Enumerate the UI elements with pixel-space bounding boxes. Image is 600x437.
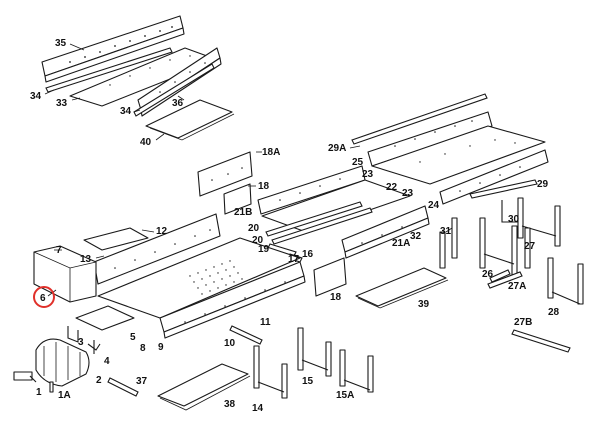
label-27: 27 — [524, 241, 536, 252]
part-22-floor-plate — [371, 125, 546, 185]
label-25: 25 — [352, 157, 364, 168]
label-21a: 21A — [392, 238, 410, 249]
part-4-bracket — [87, 340, 101, 354]
label-37: 37 — [136, 376, 148, 387]
part-9-floor-grate — [97, 237, 301, 319]
label-23: 23 — [362, 169, 374, 180]
label-26: 26 — [482, 269, 494, 280]
part-18a-plate — [197, 151, 253, 197]
label-9: 9 — [158, 342, 164, 353]
part-labels: 35 34 33 34 36 40 18A 18 21B 29A 25 23 2… — [30, 38, 560, 414]
label-21b: 21B — [234, 207, 252, 218]
label-18: 18 — [258, 181, 270, 192]
part-15a-frame — [339, 349, 374, 393]
part-15-frame — [297, 327, 332, 377]
label-14: 14 — [252, 403, 264, 414]
part-37-bar — [107, 377, 139, 397]
label-23: 23 — [402, 188, 414, 199]
part-5-plate — [75, 305, 135, 331]
part-12-side-panel — [93, 213, 221, 285]
label-4: 4 — [104, 356, 110, 367]
part-39-tray — [355, 267, 449, 309]
label-1: 1 — [36, 387, 42, 398]
label-29: 29 — [537, 179, 549, 190]
label-6: 6 — [40, 293, 46, 304]
part-32-post — [439, 231, 446, 269]
label-38: 38 — [224, 399, 236, 410]
part-29a-top-rail — [351, 93, 488, 145]
label-27b: 27B — [514, 317, 532, 328]
part-3-bracket — [67, 326, 79, 343]
part-11-side-panel — [159, 261, 306, 339]
part-28-frame — [547, 257, 584, 305]
label-18: 18 — [330, 292, 342, 303]
label-10: 10 — [224, 338, 236, 349]
label-2: 2 — [96, 375, 102, 386]
part-26-bracket — [487, 271, 523, 289]
label-29a: 29A — [328, 143, 346, 154]
part-29-rail — [469, 179, 538, 199]
label-20: 20 — [252, 235, 264, 246]
part-27b-bar — [511, 329, 571, 353]
part-1-hitch — [13, 371, 37, 383]
part-2-hopper — [35, 338, 90, 387]
label-1a: 1A — [58, 390, 71, 401]
part-20-rail — [265, 201, 373, 245]
label-11: 11 — [260, 317, 271, 328]
label-31: 31 — [440, 226, 452, 237]
label-18a: 18A — [262, 147, 280, 158]
label-33: 33 — [56, 98, 68, 109]
label-28: 28 — [548, 307, 560, 318]
label-36: 36 — [172, 98, 184, 109]
part-34-rail-left — [45, 47, 173, 93]
part-18-small-plate — [223, 183, 252, 215]
label-13: 13 — [80, 254, 92, 265]
label-34: 34 — [120, 106, 132, 117]
label-5: 5 — [130, 332, 136, 343]
part-27a-bracket — [489, 269, 511, 283]
label-35: 35 — [55, 38, 67, 49]
label-22: 22 — [386, 182, 398, 193]
label-16: 16 — [302, 249, 314, 260]
part-14-frame — [253, 345, 288, 399]
part-35-side-panel — [41, 15, 185, 83]
part-18-lower-plate — [313, 257, 347, 297]
label-20: 20 — [248, 223, 260, 234]
part-13-lid — [83, 227, 149, 251]
part-10-bar — [229, 325, 263, 345]
part-21a-side-panel — [341, 205, 430, 259]
part-31-post — [451, 217, 458, 259]
label-7: 7 — [56, 245, 62, 256]
part-30-bracket — [501, 197, 561, 247]
label-40: 40 — [140, 137, 152, 148]
part-25-side-panel — [367, 111, 493, 167]
label-30: 30 — [508, 214, 520, 225]
label-32: 32 — [410, 231, 422, 242]
part-34-rail-right — [133, 63, 215, 117]
label-39: 39 — [418, 299, 430, 310]
label-15: 15 — [302, 376, 314, 387]
label-3: 3 — [78, 337, 84, 348]
leader-lines — [44, 43, 453, 297]
label-34: 34 — [30, 91, 42, 102]
label-8: 8 — [140, 343, 146, 354]
part-1a-pin — [49, 381, 54, 393]
part-38-tray — [157, 363, 251, 411]
part-24-side-panel — [439, 149, 549, 205]
part-40-tray — [145, 99, 235, 141]
label-15a: 15A — [336, 390, 354, 401]
label-12: 12 — [156, 226, 168, 237]
label-17: 17 — [288, 254, 300, 265]
label-27a: 27A — [508, 281, 526, 292]
highlight-circle-part-6 — [33, 286, 55, 308]
label-24: 24 — [428, 200, 440, 211]
label-19: 19 — [258, 244, 270, 255]
